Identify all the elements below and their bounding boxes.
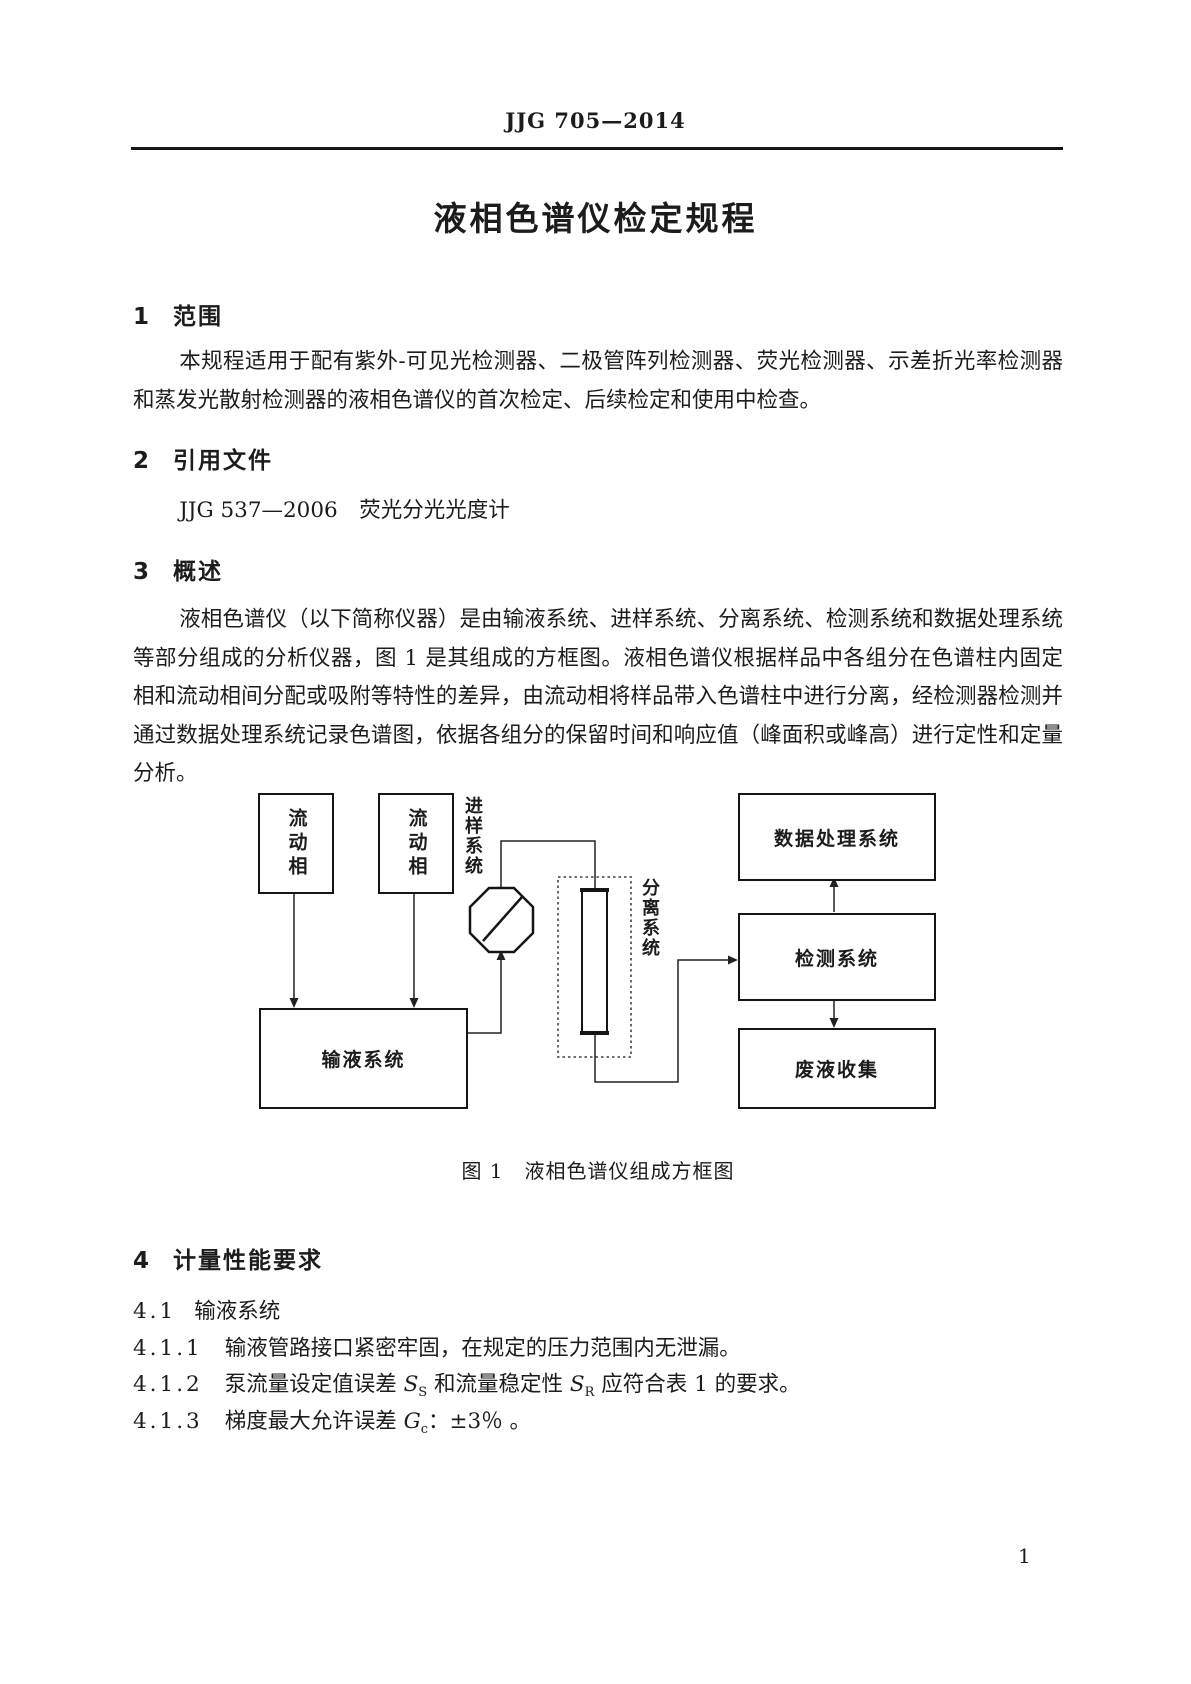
section-number: 1	[133, 304, 150, 330]
arrowhead-into-dps	[829, 877, 839, 887]
clause-text-pre: 梯度最大允许误差	[224, 1409, 404, 1434]
mobile-phase-box-1: 流动相	[258, 793, 334, 894]
section-1-heading: 1 范围	[133, 297, 223, 331]
section-number: 4	[133, 1248, 150, 1274]
symbol-subscript: R	[584, 1385, 595, 1400]
mobile-phase-label: 流动相	[285, 807, 308, 880]
clause-text: 输液管路接口紧密牢固，在规定的压力范围内无泄漏。	[224, 1336, 741, 1361]
clause-text-post: ：±3％ 。	[428, 1409, 532, 1434]
section-title: 计量性能要求	[173, 1248, 324, 1274]
figure-1-caption: 图 1 液相色谱仪组成方框图	[461, 1159, 735, 1183]
page-number: 1	[1018, 1544, 1031, 1568]
clause-number: 4.1.2	[133, 1372, 203, 1397]
clause-number: 4.1.3	[133, 1409, 203, 1434]
symbol-gradient-error: G	[403, 1409, 421, 1434]
section-number: 3	[133, 559, 150, 585]
waste-collection-box: 废液收集	[738, 1028, 936, 1109]
line-pump-to-injector	[464, 957, 502, 1034]
arrowhead-mp1	[289, 998, 299, 1008]
doc-code-header: JJG 705—2014	[505, 108, 686, 133]
section-title: 范围	[173, 304, 224, 330]
clause-4-1-1: 4.1.1 输液管路接口紧密牢固，在规定的压力范围内无泄漏。	[133, 1331, 1063, 1362]
injection-valve-diagonal	[482, 896, 523, 942]
symbol-flow-stability: S	[569, 1372, 585, 1397]
detector-box: 检测系统	[738, 913, 936, 1001]
mobile-phase-label: 流动相	[405, 807, 428, 880]
referenced-document: JJG 537—2006 荧光分光光度计	[179, 498, 510, 523]
line-injector-to-column	[500, 840, 596, 890]
line-column-to-detector	[594, 959, 730, 1083]
header-rule	[131, 147, 1063, 150]
arrowhead-into-detector	[728, 955, 738, 965]
symbol-subscript: c	[420, 1422, 429, 1437]
clause-4-1-3: 4.1.3 梯度最大允许误差 Gc：±3％ 。	[133, 1404, 1063, 1437]
pump-system-label: 输液系统	[321, 1049, 406, 1071]
symbol-subscript: S	[418, 1385, 428, 1400]
symbol-flow-set-error: S	[403, 1372, 419, 1397]
section-title: 引用文件	[173, 448, 274, 474]
clause-text-pre: 泵流量设定值误差	[224, 1372, 404, 1397]
section-title: 概述	[173, 559, 224, 585]
section-3-paragraph: 液相色谱仪（以下简称仪器）是由输液系统、进样系统、分离系统、检测系统和数据处理系…	[133, 607, 1063, 786]
page-title: 液相色谱仪检定规程	[433, 199, 758, 238]
pump-system-box: 输液系统	[259, 1008, 468, 1109]
column-symbol	[581, 889, 608, 1034]
clause-number: 4.1.1	[133, 1336, 203, 1361]
clause-text-post: 应符合表 1 的要求。	[594, 1372, 801, 1397]
section-number: 2	[133, 448, 150, 474]
arrowhead-into-waste	[829, 1018, 839, 1028]
clause-4-1: 4.1 输液系统	[133, 1294, 1063, 1325]
clause-text-mid: 和流量稳定性	[427, 1372, 570, 1397]
mobile-phase-box-2: 流动相	[378, 793, 454, 894]
section-3-heading: 3 概述	[133, 552, 223, 586]
clause-text: 输液系统	[194, 1299, 281, 1324]
diagram-connectors	[289, 840, 839, 1083]
injection-system-label: 进样系统	[462, 796, 483, 876]
section-2-heading: 2 引用文件	[133, 441, 273, 475]
clause-number: 4.1	[133, 1299, 177, 1324]
section-1-paragraph: 本规程适用于配有紫外-可见光检测器、二极管阵列检测器、荧光检测器、示差折光率检测…	[133, 349, 1063, 413]
section-4-heading: 4 计量性能要求	[133, 1241, 323, 1275]
waste-collection-label: 废液收集	[794, 1059, 879, 1081]
data-processing-box: 数据处理系统	[738, 793, 936, 881]
separation-system-label: 分离系统	[639, 878, 660, 958]
data-processing-label: 数据处理系统	[773, 827, 900, 850]
detector-label: 检测系统	[794, 947, 879, 970]
figure-1-block-diagram: 流动相 流动相 进样系统 分离系统 输液系统 数据处理系统 检测系统 废液收集	[133, 780, 1063, 1112]
arrowhead-mp2	[409, 998, 419, 1008]
arrowhead-into-injector	[496, 950, 506, 960]
